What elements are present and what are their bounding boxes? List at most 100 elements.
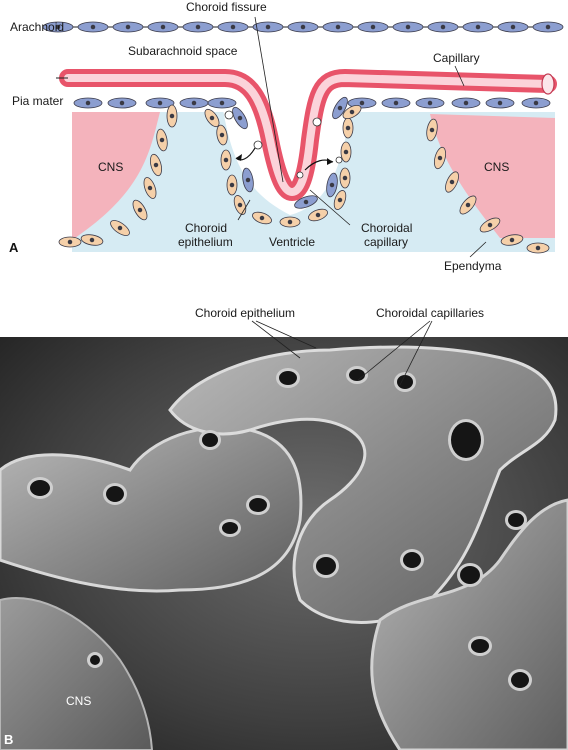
cell xyxy=(42,21,74,33)
rbc-marker xyxy=(335,156,343,164)
cell xyxy=(392,21,424,33)
label-ependyma: Ependyma xyxy=(444,259,502,273)
label-cns-left: CNS xyxy=(98,160,123,174)
capillary-opening xyxy=(27,477,53,499)
leader-choroidal-capillary xyxy=(309,189,351,226)
panel-b-letter: B xyxy=(4,732,13,747)
cell xyxy=(322,21,354,33)
cell xyxy=(179,97,209,109)
cell xyxy=(216,124,228,146)
capillary-opening xyxy=(313,554,339,578)
cell xyxy=(497,21,529,33)
capillary-opening xyxy=(219,519,241,537)
cell xyxy=(308,208,328,222)
label-subarachnoid-space: Subarachnoid space xyxy=(128,44,238,58)
cell xyxy=(232,106,248,130)
cell xyxy=(462,21,494,33)
capillary-opening xyxy=(103,483,127,505)
cell xyxy=(145,97,175,109)
capillary-opening xyxy=(508,669,532,691)
label-choroid-epithelium-line1: Choroid xyxy=(185,221,227,235)
arachnoid-cells xyxy=(42,21,564,33)
label-choroidal-capillary-line2: capillary xyxy=(364,235,408,249)
label-sem-choroid-epithelium: Choroid epithelium xyxy=(195,306,295,320)
rbc-marker xyxy=(224,110,234,120)
cell xyxy=(339,167,351,189)
cell xyxy=(342,117,354,139)
cell xyxy=(147,21,179,33)
capillary-opening xyxy=(457,563,483,587)
cell xyxy=(479,217,501,233)
cell xyxy=(110,220,130,236)
cell xyxy=(217,21,249,33)
leader-sem-capillaries xyxy=(357,320,431,381)
ependymal-cells xyxy=(58,104,550,254)
cell xyxy=(381,97,411,109)
arrowhead xyxy=(327,158,333,165)
cell xyxy=(252,211,272,225)
capillary-lumen xyxy=(64,73,552,197)
panel-a-diagram: Choroid fissure Arachnoid Subarachnoid s… xyxy=(9,0,564,273)
cell xyxy=(226,174,238,196)
cell xyxy=(182,21,214,33)
cell xyxy=(445,171,459,193)
cell xyxy=(415,97,445,109)
cell xyxy=(294,195,318,209)
capillary-opening xyxy=(394,372,416,392)
cell xyxy=(426,118,438,142)
cell xyxy=(287,21,319,33)
cell xyxy=(73,97,103,109)
cell xyxy=(220,149,232,171)
cell xyxy=(279,216,301,228)
leader-ependyma xyxy=(469,241,487,258)
capillary-opening xyxy=(199,430,221,450)
capillary-end xyxy=(541,73,555,95)
label-choroid-epithelium-line2: epithelium xyxy=(178,235,233,249)
leader-capillary xyxy=(454,65,465,87)
cell xyxy=(204,108,220,128)
panel-a-letter: A xyxy=(9,240,19,255)
pia-mater-cells xyxy=(73,96,551,209)
label-pia-mater: Pia mater xyxy=(12,94,63,108)
transport-arrow-left xyxy=(235,147,256,161)
cell xyxy=(166,104,178,128)
label-cns-right: CNS xyxy=(484,160,509,174)
arrowhead xyxy=(236,154,242,161)
cell xyxy=(207,97,237,109)
capillary-opening xyxy=(448,419,484,461)
label-choroidal-capillary-line1: Choroidal xyxy=(361,221,412,235)
rbc-marker xyxy=(296,171,304,179)
cell xyxy=(521,97,551,109)
cell xyxy=(357,21,389,33)
cell xyxy=(526,242,550,254)
label-arachnoid: Arachnoid xyxy=(10,20,64,34)
cell xyxy=(333,190,347,210)
sem-capillary-openings xyxy=(27,366,532,691)
cell xyxy=(326,172,338,198)
rbc-marker xyxy=(312,117,322,127)
sem-lobe xyxy=(0,425,303,593)
capillary-opening xyxy=(400,549,424,571)
cell xyxy=(233,195,247,215)
cell xyxy=(242,167,254,193)
capillary-opening xyxy=(276,368,300,388)
label-sem-cns: CNS xyxy=(66,694,91,708)
cell xyxy=(485,97,515,109)
cell xyxy=(80,234,104,246)
leader-choroid-epithelium xyxy=(237,199,251,221)
cell xyxy=(156,128,168,152)
leader-sem-epithelium xyxy=(255,320,317,349)
cell xyxy=(252,21,284,33)
capillary-opening xyxy=(246,495,270,515)
cell xyxy=(500,234,524,246)
cell xyxy=(427,21,459,33)
label-ventricle: Ventricle xyxy=(269,235,315,249)
rbc-marker xyxy=(253,140,263,150)
leader-sem-epithelium xyxy=(251,320,301,359)
cell xyxy=(77,21,109,33)
label-capillary: Capillary xyxy=(433,51,480,65)
capillary-opening xyxy=(87,652,103,668)
cns-left-region xyxy=(72,112,160,238)
cns-right-region xyxy=(430,114,555,238)
